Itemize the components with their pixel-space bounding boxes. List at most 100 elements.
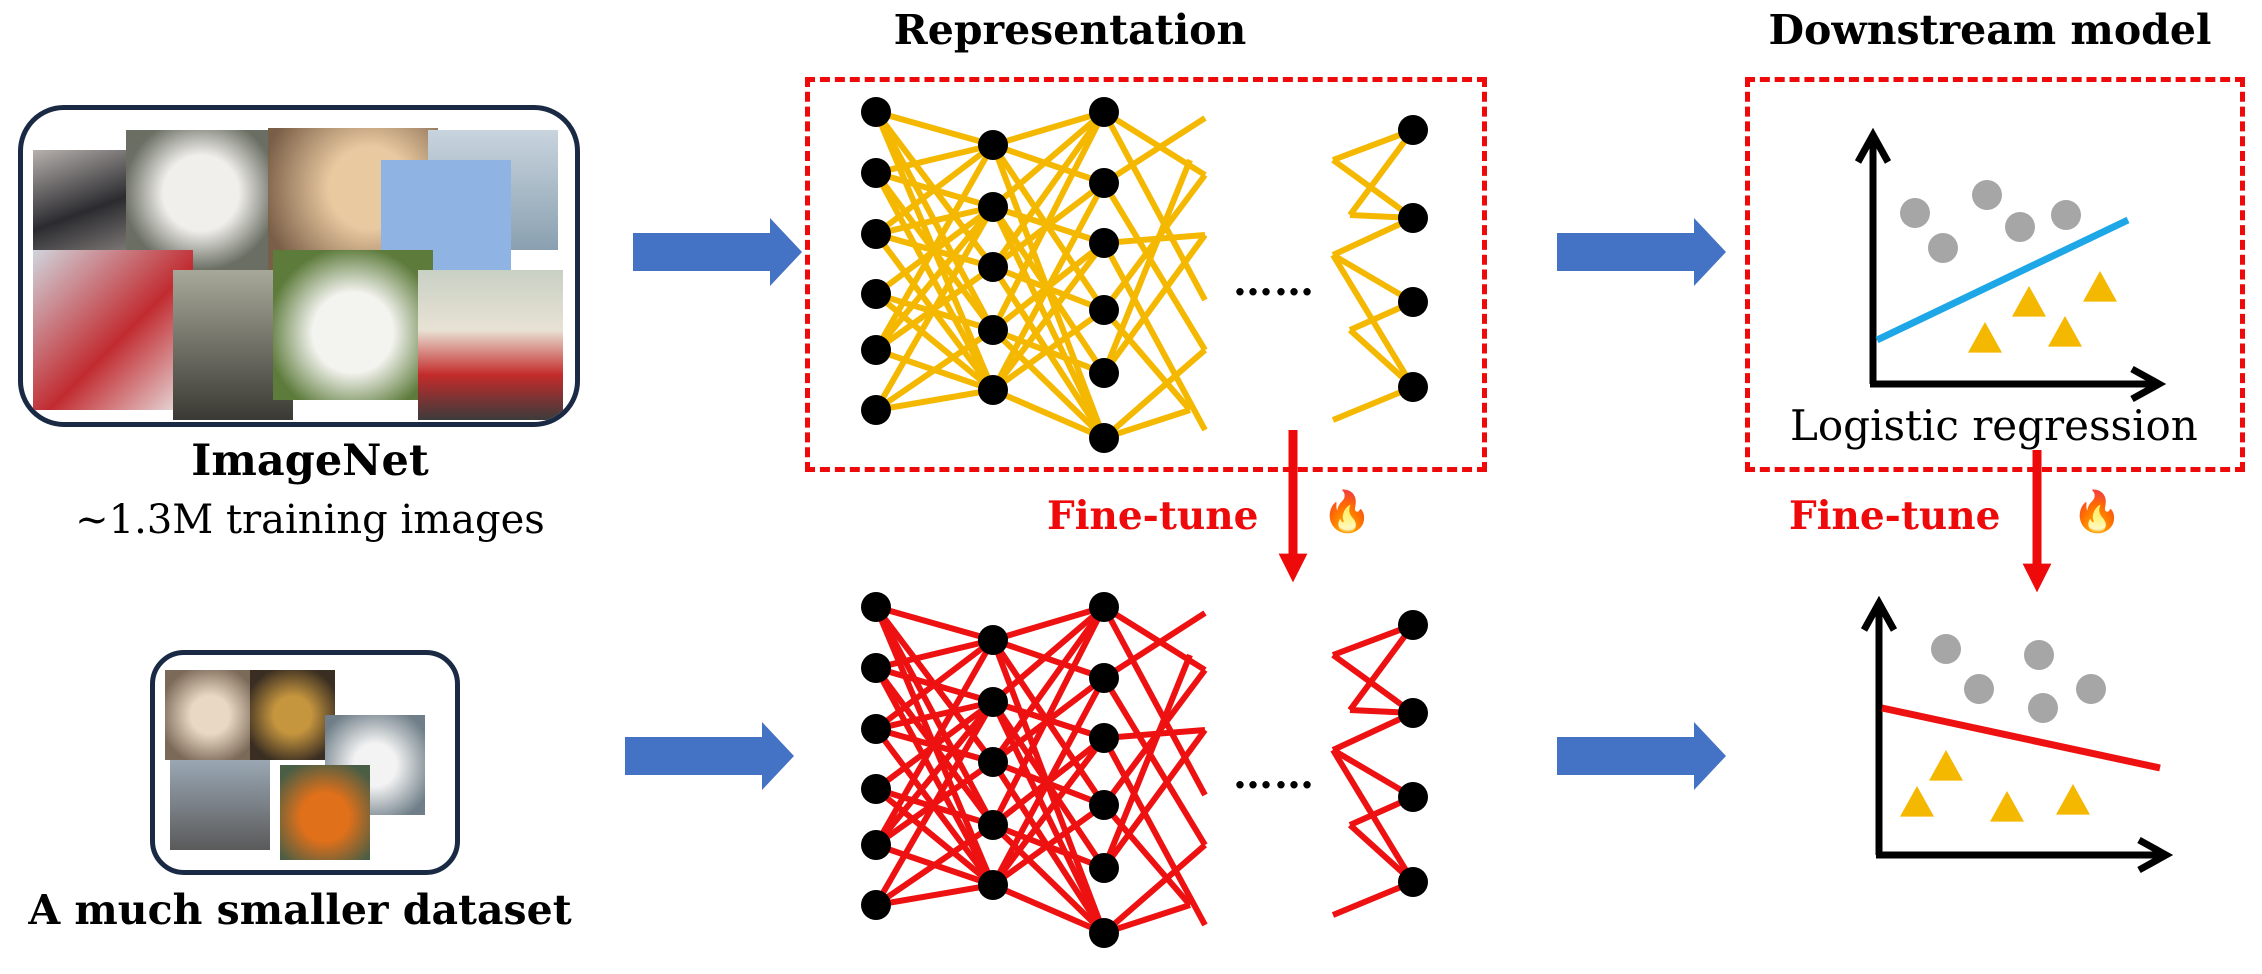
net-bottom-edge [990,700,1107,935]
net-bottom-node [861,890,891,920]
net-top-edge [990,110,1107,332]
net-bottom-node [1089,853,1119,883]
imagenet-collage [18,105,580,427]
plot-bottom-regression-line [1881,704,2161,772]
net-bottom-node [1398,867,1428,897]
net-top-node [978,130,1008,160]
net-bottom-node [978,687,1008,717]
net-bottom-edge [875,699,994,732]
downstream-model-header: Downstream model [1768,6,2212,54]
plot-bottom-x-arrowhead [2137,836,2174,874]
plot-top-triangle-point [1968,322,2002,353]
net-top-node [861,279,891,309]
net-top-node [1398,115,1428,145]
net-bottom-edge [1103,902,1191,936]
finetune-label-downstream: Fine-tune [1789,493,2001,539]
net-bottom-edge [1101,803,1193,907]
net-bottom-edge [1331,652,1415,716]
net-top-node [1089,423,1119,453]
net-top-node [1089,97,1119,127]
net-top-edge [875,387,994,413]
net-bottom-edge [991,882,1106,936]
net-bottom-edge [1330,748,1416,884]
net-bottom-edge [1347,623,1416,712]
net-top-edge [992,109,1105,148]
net-top-edge [1101,308,1193,412]
net-top-node [861,395,891,425]
net-bottom-node [861,830,891,860]
plot-top-gray-point [2051,200,2081,230]
net-bottom-node [1089,663,1119,693]
net-top-edge [1101,110,1208,302]
net-bottom-edge [991,802,1106,888]
net-bottom-node [1089,790,1119,820]
net-bottom-edge [874,637,995,732]
plot-top-gray-point [1972,180,2002,210]
net-top-node [861,97,891,127]
photo-small-car-2 [280,765,370,860]
net-bottom-node [978,870,1008,900]
net-top-edge [873,110,996,392]
net-bottom-edge [1101,736,1208,927]
small-dataset-title: A much smaller dataset [28,886,572,934]
net-bottom-edge [990,822,1107,936]
arrow-imagenet-to-representation [633,218,802,286]
net-bottom-node [1398,782,1428,812]
photo-dog-black [33,150,133,260]
net-top-edge [991,387,1106,441]
logistic-regression-label: Logistic regression [1790,401,2198,450]
finetuned-network [861,592,1428,948]
net-bottom-edge [1101,605,1208,797]
net-top-edge [873,205,996,412]
net-bottom-node [978,747,1008,777]
plot-top-regression-line [1875,216,2130,344]
net-bottom-edge [875,604,994,643]
net-bottom-edge [1102,842,1207,936]
photo-small-dog-2 [250,670,335,760]
net-bottom-node [861,653,891,683]
plot-top-triangle-point [2012,286,2046,317]
net-bottom-edge [1331,747,1415,800]
net-bottom-edge [875,882,994,908]
plot-top-y-arrowhead [1854,127,1892,164]
net-top-edge [991,307,1106,393]
arrow-network-to-plot [1557,722,1726,790]
plot-top-gray-point [1900,198,1930,228]
net-top-edge [1101,241,1208,432]
net-bottom-node [1089,918,1119,948]
plot-bottom-gray-point [2024,640,2054,670]
fire-icon: 🔥 [1322,489,1372,535]
plot-bottom-triangle-point [1990,791,2024,822]
plot-bottom-gray-point [1931,634,1961,664]
plot-top-triangle-point [2083,271,2117,302]
net-bottom-node [861,714,891,744]
net-top-edge [1347,128,1416,217]
net-bottom-edge [873,700,996,907]
net-top-node [1089,358,1119,388]
net-top-edge [1330,253,1416,389]
net-bottom-edge [992,637,1105,681]
net-top-edge [990,205,1107,440]
net-bottom-edge [873,605,996,887]
net-top-edge [875,109,994,148]
plot-top-gray-point [1928,233,1958,263]
net-bottom-node [861,592,891,622]
net-top-node [861,335,891,365]
representation-network [861,97,1428,453]
net-top-node [1089,228,1119,258]
fire-icon: 🔥 [2072,489,2122,535]
net-bottom-edge [990,638,1107,935]
plot-bottom-y-arrowhead [1860,595,1898,632]
imagenet-subtitle: ~1.3M training images [75,497,545,543]
net-top-edge [1101,233,1208,375]
net-top-edge [1103,407,1191,441]
plot-bottom-triangle-point [2056,784,2090,815]
net-top-edge [875,142,994,176]
net-bottom-node [861,774,891,804]
arrow-representation-to-downstream [1557,218,1726,286]
finetune-label-representation: Fine-tune [1047,493,1259,539]
net-top-node [1089,168,1119,198]
net-top-edge [1102,115,1207,186]
finetuned-regression-plot [1860,595,2174,874]
